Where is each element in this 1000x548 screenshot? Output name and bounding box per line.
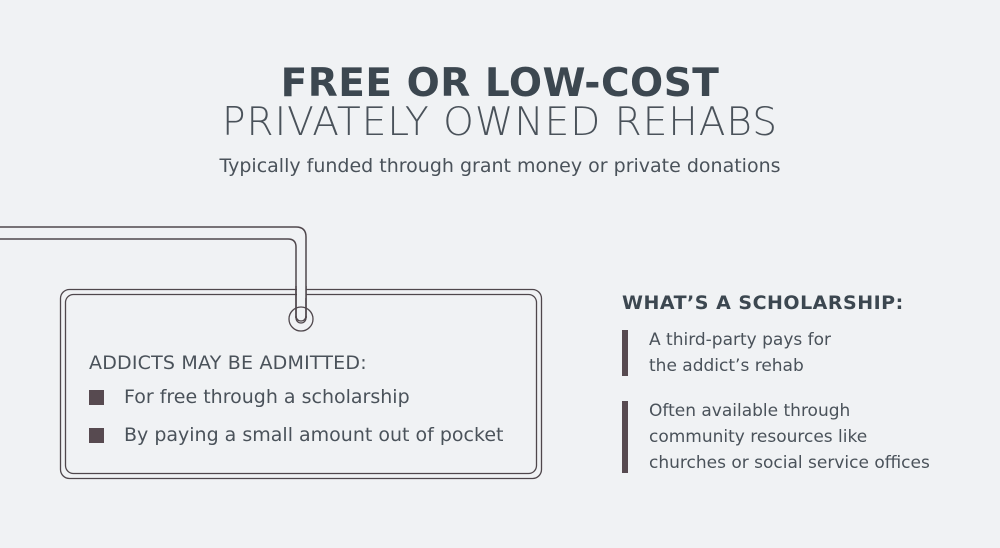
square-bullet-icon bbox=[89, 427, 104, 443]
scholarship-section: WHAT’S A SCHOLARSHIP: A third-party pays… bbox=[622, 290, 982, 495]
scholarship-item: A third-party pays for the addict’s reha… bbox=[622, 327, 982, 379]
list-item: By paying a small amount out of pocket bbox=[89, 422, 503, 448]
list-item-text: By paying a small amount out of pocket bbox=[124, 424, 504, 446]
text-line: churches or social service offices bbox=[649, 453, 930, 473]
subtitle: Typically funded through grant money or … bbox=[219, 155, 781, 177]
text-line: the addict’s rehab bbox=[649, 356, 804, 376]
tag-string-outer bbox=[0, 226, 307, 318]
scholarship-item-text: A third-party pays for the addict’s reha… bbox=[649, 327, 831, 379]
title-line-2: PRIVATELY OWNED REHABS bbox=[221, 100, 779, 145]
tag-hole-inner bbox=[295, 315, 307, 322]
tag-heading: ADDICTS MAY BE ADMITTED: bbox=[89, 352, 367, 374]
square-bullet-icon bbox=[89, 389, 104, 405]
text-line: Often available through bbox=[649, 401, 851, 421]
tag-string-inner bbox=[0, 238, 297, 318]
scholarship-item: Often available through community resour… bbox=[622, 398, 982, 476]
list-item-text: For free through a scholarship bbox=[124, 386, 410, 408]
tag-content: ADDICTS MAY BE ADMITTED: For free throug… bbox=[89, 350, 503, 460]
scholarship-item-text: Often available through community resour… bbox=[649, 398, 930, 476]
scholarship-title: WHAT’S A SCHOLARSHIP: bbox=[622, 292, 904, 314]
tag-hole-outer bbox=[288, 306, 314, 332]
list-item: For free through a scholarship bbox=[89, 384, 503, 410]
vertical-bar-icon bbox=[622, 330, 628, 376]
vertical-bar-icon bbox=[622, 401, 628, 473]
text-line: A third-party pays for bbox=[649, 330, 832, 350]
title-line-1: FREE OR LOW-COST bbox=[280, 61, 720, 106]
text-line: community resources like bbox=[649, 427, 868, 447]
